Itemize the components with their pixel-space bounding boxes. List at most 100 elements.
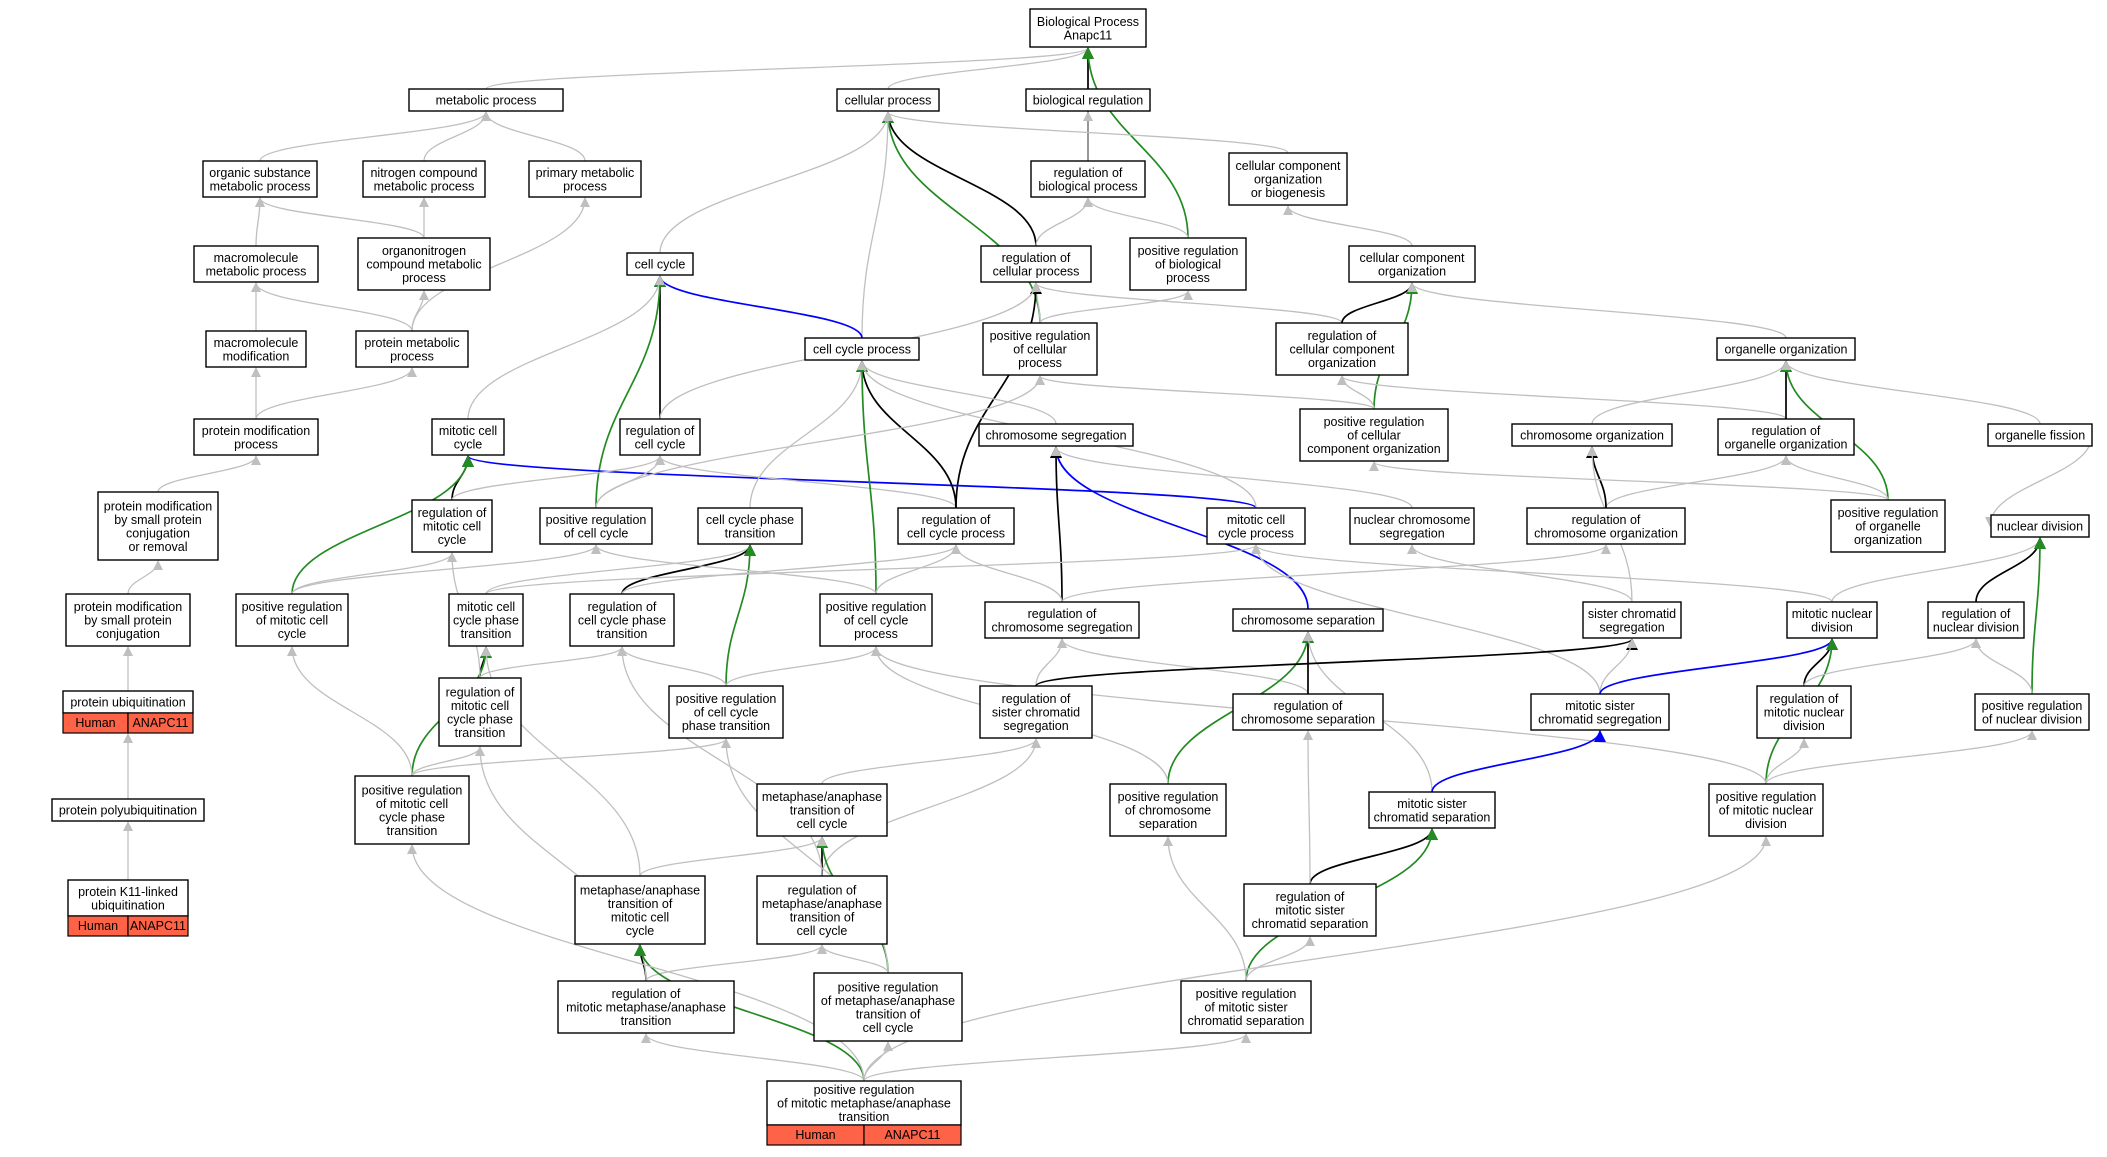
node-ccproc[interactable]: cell cycle process: [804, 337, 920, 361]
edge-regmitsistersep-to-regchromsep: [1303, 730, 1314, 885]
node-label-line: of mitotic cell: [376, 797, 448, 811]
edge-mitnucdiv-to-mitccproc: [1251, 544, 1833, 603]
node-box: [897, 507, 1015, 545]
node-label-line: component organization: [1307, 442, 1440, 456]
node-label-line: mitotic metaphase/anaphase: [566, 1001, 726, 1015]
node-box: [438, 677, 522, 747]
node-label-line: cycle: [626, 924, 655, 938]
node-cellular[interactable]: cellular process: [836, 88, 940, 112]
node-chromorg[interactable]: chromosome organization: [1511, 423, 1673, 447]
edge-ccproc-to-cellular: [861, 111, 893, 339]
node-chromsep[interactable]: chromosome separation: [1232, 608, 1384, 632]
edge-posregbio-to-regbio: [1083, 197, 1189, 239]
node-label-line: ubiquitination: [91, 898, 165, 912]
node-bioreg[interactable]: biological regulation: [1025, 88, 1151, 112]
node-label-line: chromosome separation: [1241, 712, 1375, 726]
node-label-line: cell cycle: [635, 437, 686, 451]
node-chromseg[interactable]: chromosome segregation: [978, 423, 1134, 447]
edge-protmeta-to-organon: [411, 290, 429, 332]
node-box: [1786, 601, 1878, 639]
edge-posregccphase-to-ccphasetrans: [725, 544, 756, 687]
node-nucdiv[interactable]: nuclear division: [1990, 514, 2090, 538]
edge-posregccphase-to-posregccproc: [725, 646, 881, 687]
node-box: [574, 875, 706, 945]
node-orgfission[interactable]: organelle fission: [1987, 423, 2093, 447]
node-label-line: regulation of: [1054, 166, 1123, 180]
edge-chromorg-to-organelle: [1591, 360, 1791, 425]
edge-protmeta-to-primary: [411, 197, 590, 332]
edge-posregccproc-to-ccproc: [856, 360, 877, 595]
node-box: [697, 507, 803, 545]
node-protpolyubiq[interactable]: protein polyubiquitination: [51, 798, 205, 822]
node-cellcycle[interactable]: cell cycle: [626, 252, 694, 276]
node-box: [1109, 783, 1227, 837]
node-label-line: cell cycle process: [813, 343, 911, 357]
node-regmetaana[interactable]: regulation ofmetaphase/anaphasetransitio…: [756, 875, 888, 945]
edge-macro-to-orgsub: [254, 197, 265, 247]
node-metabolic[interactable]: metabolic process: [408, 88, 564, 112]
edge-metaana-to-regsisterseg: [821, 738, 1041, 785]
edge-regmitnucdiv-to-regnucdiv: [1803, 638, 1981, 687]
node-box: [1030, 160, 1146, 198]
node-organelle[interactable]: organelle organization: [1716, 337, 1856, 361]
